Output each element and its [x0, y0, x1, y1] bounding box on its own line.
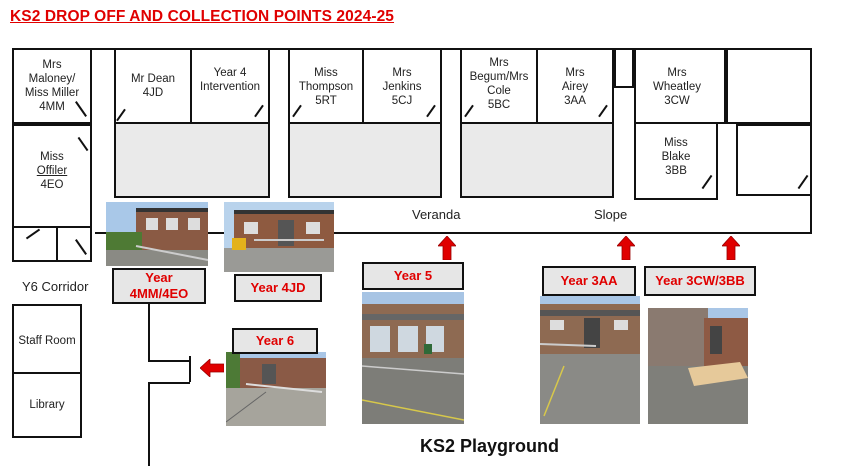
room-connector	[614, 48, 634, 88]
tag-year-5: Year 5	[362, 262, 464, 290]
arrow-up-icon	[722, 236, 740, 260]
room-small-2	[56, 226, 92, 262]
block-1-hall	[114, 122, 270, 198]
veranda-label: Veranda	[412, 207, 461, 222]
room-corner	[726, 48, 812, 124]
room-wheatley	[634, 48, 726, 124]
room-staff	[12, 304, 82, 374]
y6-corridor-label: Y6 Corridor	[22, 279, 89, 294]
photo-3aa	[540, 296, 640, 424]
library-label: Library	[29, 399, 65, 411]
photo-3cw	[648, 308, 748, 424]
arrow-left-icon	[200, 359, 224, 377]
block-2-hall	[288, 122, 442, 198]
photo-4mm	[106, 202, 208, 266]
page-title: KS2 DROP OFF AND COLLECTION POINTS 2024-…	[10, 8, 395, 25]
room-maloney	[12, 48, 92, 124]
photo-y5	[362, 292, 464, 424]
tag-year-3cw-3bb: Year 3CW/3BB	[644, 266, 756, 296]
playground-label: KS2 Playground	[420, 436, 560, 456]
slope-label: Slope	[594, 207, 628, 222]
room-offiler-label: Miss Offiler 4EO	[36, 151, 68, 191]
block-3-hall	[460, 122, 614, 198]
room-offiler	[12, 124, 92, 228]
photo-4jd	[224, 202, 334, 272]
arrow-up-icon	[438, 236, 456, 260]
tag-year-6: Year 6	[232, 328, 318, 354]
arrow-up-icon	[617, 236, 635, 260]
room-library	[12, 372, 82, 438]
photo-y6	[226, 352, 326, 426]
tag-year-4jd: Year 4JD	[234, 274, 322, 302]
tag-year-3aa: Year 3AA	[542, 266, 636, 296]
staff-room-label: Staff Room	[18, 335, 76, 347]
